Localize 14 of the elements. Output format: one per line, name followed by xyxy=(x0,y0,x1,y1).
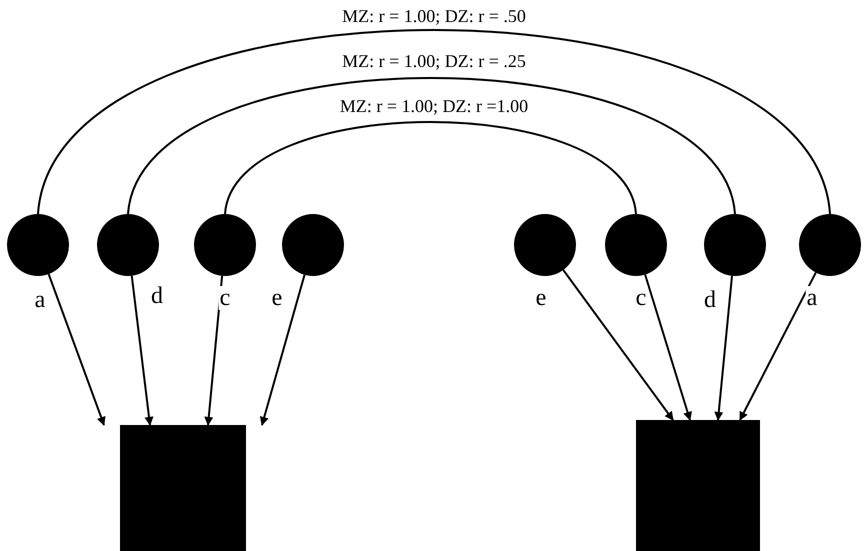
arrow xyxy=(204,276,224,426)
arrow xyxy=(260,274,306,426)
arrow xyxy=(48,274,106,426)
correlation-arc xyxy=(224,121,637,214)
observed-variable-square xyxy=(120,425,246,551)
observed-variable-square xyxy=(636,420,760,551)
correlation-arc xyxy=(37,29,831,214)
arrow xyxy=(562,269,674,421)
correlation-arc xyxy=(127,77,736,214)
edge-label: c xyxy=(218,286,232,310)
arrow xyxy=(644,274,692,421)
arrow xyxy=(739,272,817,421)
arrow xyxy=(130,276,154,426)
arrow xyxy=(714,276,733,421)
